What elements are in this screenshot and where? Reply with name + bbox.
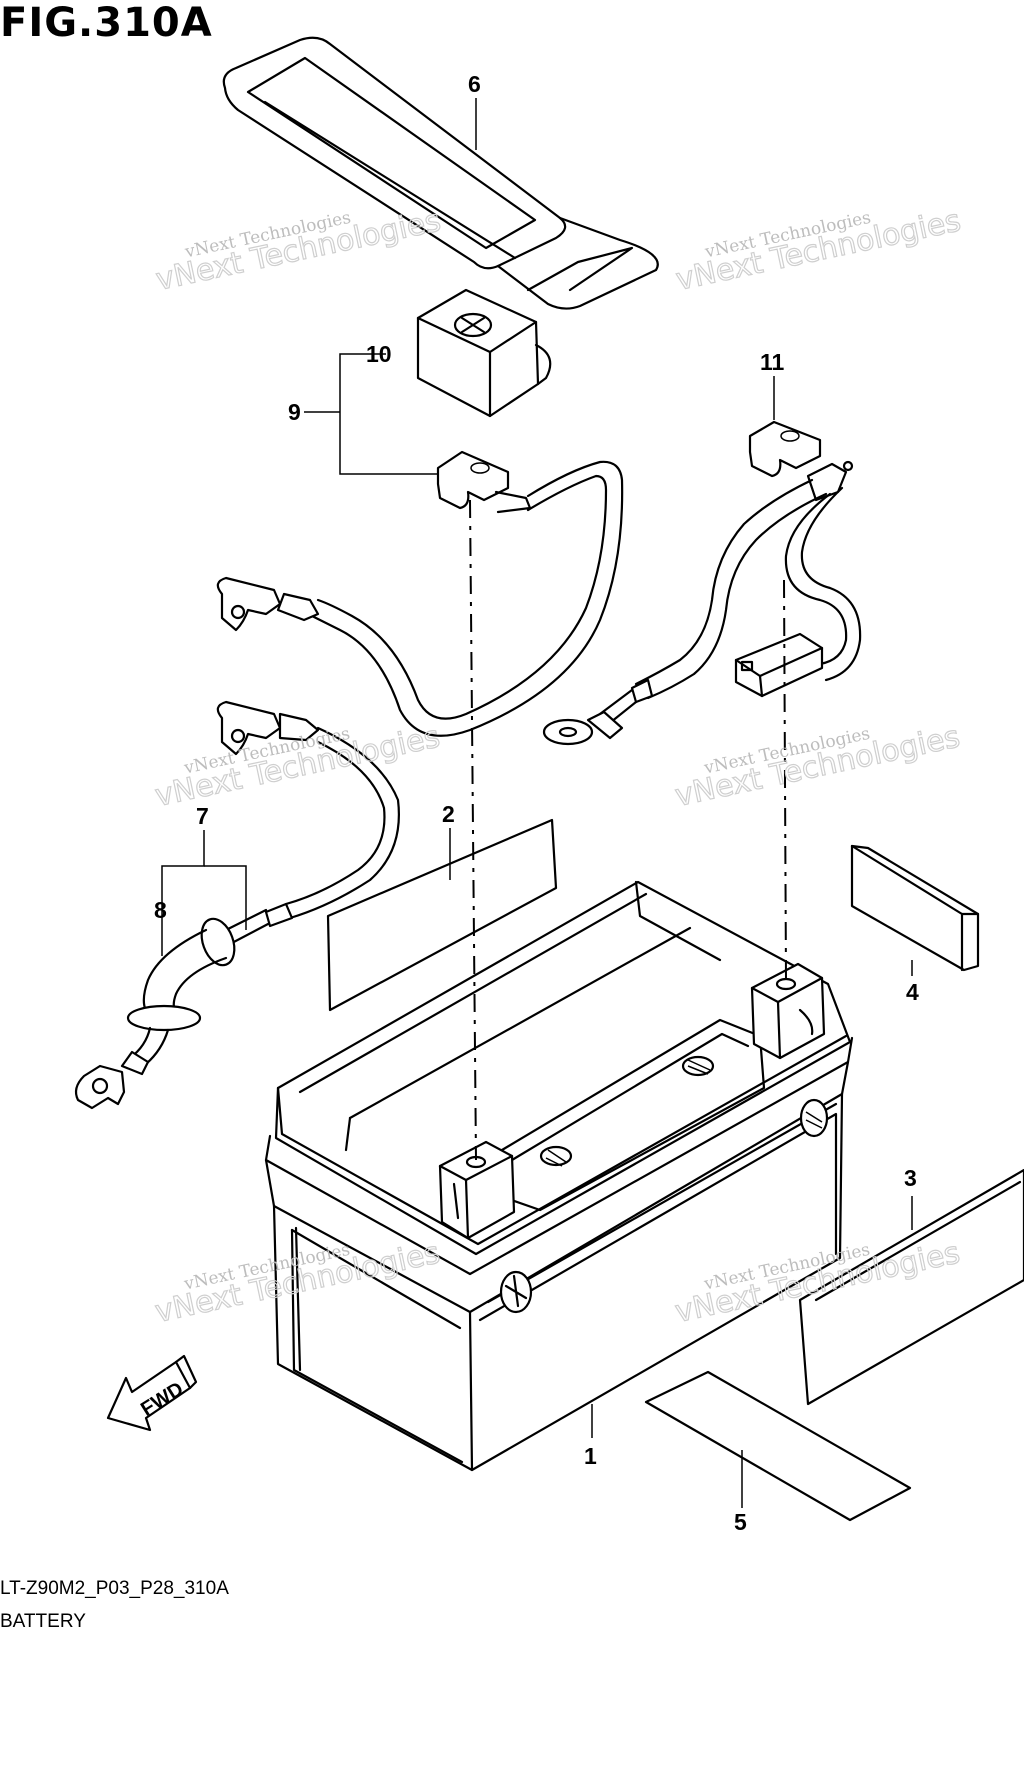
alignment-line-positive xyxy=(783,579,787,981)
battery-side-pad xyxy=(798,1168,1024,1406)
battery xyxy=(264,880,854,1472)
sub-harness-cable xyxy=(542,420,862,746)
terminal-cover xyxy=(416,288,552,418)
callout-10: 10 xyxy=(366,341,392,367)
battery-spacer xyxy=(850,844,980,972)
figure-description: BATTERY xyxy=(0,1611,86,1632)
battery-bottom-pad xyxy=(644,1370,912,1522)
callout-4: 4 xyxy=(906,979,919,1005)
figure-title: FIG.310A xyxy=(0,0,213,46)
callout-9: 9 xyxy=(288,399,301,425)
callout-1: 1 xyxy=(584,1443,597,1469)
fwd-arrow: FWD xyxy=(106,1354,198,1432)
callout-3: 3 xyxy=(904,1165,917,1191)
battery-strap xyxy=(222,36,659,310)
callouts: 6 10 9 11 2 7 8 4 3 1 5 xyxy=(154,71,919,1535)
alignment-line-negative xyxy=(469,499,477,1161)
positive-battery-cable xyxy=(216,450,624,737)
model-code: LT-Z90M2_P03_P28_310A xyxy=(0,1578,229,1599)
callout-5: 5 xyxy=(734,1509,747,1535)
callout-6: 6 xyxy=(468,71,481,97)
negative-battery-cable xyxy=(74,700,400,1110)
callout-8: 8 xyxy=(154,897,167,923)
battery-pad xyxy=(326,818,558,1012)
callout-11: 11 xyxy=(760,349,785,375)
callout-7: 7 xyxy=(196,803,209,829)
leader-lines xyxy=(161,98,913,1508)
callout-2: 2 xyxy=(442,801,455,827)
